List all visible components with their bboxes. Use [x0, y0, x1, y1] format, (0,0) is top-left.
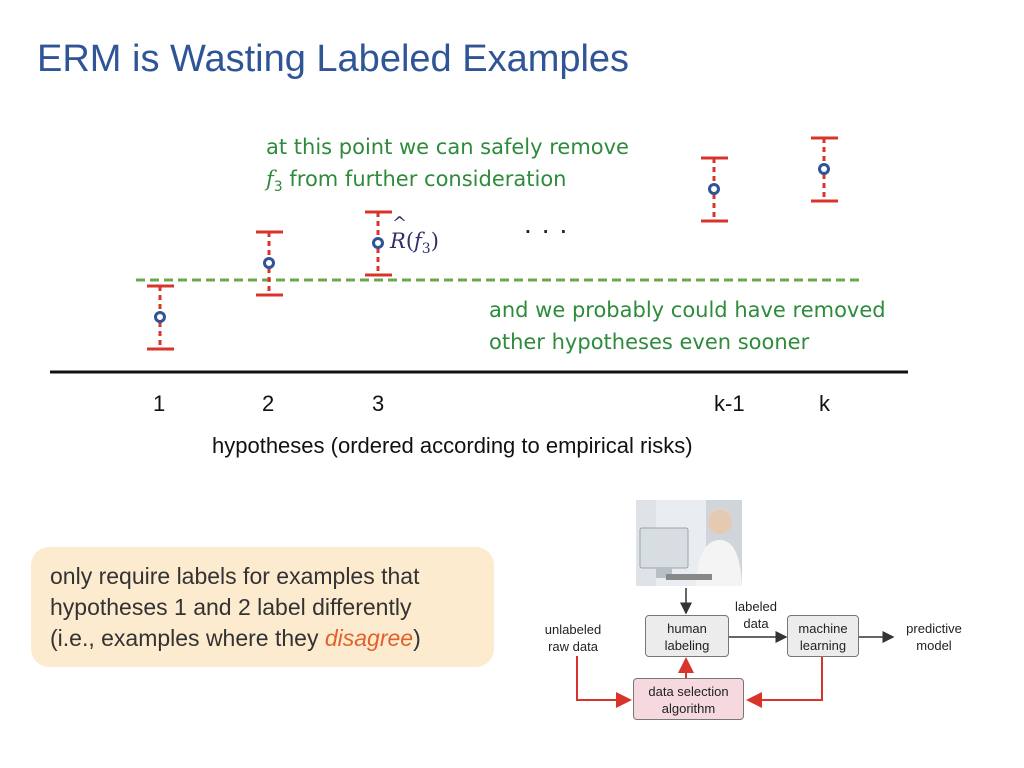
- tick-label-1: 1: [153, 391, 166, 416]
- unlabeled-raw-data-label: unlabeled raw data: [544, 622, 602, 654]
- tick-label-k-minus-1: k-1: [714, 391, 745, 416]
- labeled-data-label: labeled data: [735, 599, 777, 631]
- tick-label-2: 2: [262, 391, 275, 416]
- interval-hypothesis-1: [147, 284, 174, 351]
- interval-hypothesis-k: [811, 136, 838, 203]
- axis-label: hypotheses (ordered according to empiric…: [212, 433, 693, 458]
- person-at-computer-image: [636, 500, 742, 586]
- human-labeling-box: human labeling: [645, 615, 729, 657]
- tick-label-k: k: [819, 391, 830, 416]
- tick-label-3: 3: [372, 391, 385, 416]
- interval-hypothesis-3: [365, 210, 392, 277]
- data-selection-algorithm-box: data selection algorithm: [633, 678, 744, 720]
- remove-annotation: at this point we can safely remove f3 fr…: [266, 135, 629, 196]
- sooner-annotation: and we probably could have removed other…: [489, 298, 886, 354]
- interval-hypothesis-k-minus-1: [701, 156, 728, 223]
- disagreement-note: only require labels for examples that hy…: [31, 547, 494, 667]
- ellipsis: ...: [524, 208, 578, 239]
- arrow-raw-to-selection: [576, 656, 632, 708]
- arrow-ml-to-selection: [746, 656, 823, 708]
- risk-label: ^R(f3): [390, 213, 439, 258]
- predictive-model-label: predictive model: [906, 621, 962, 653]
- slide-title: ERM is Wasting Labeled Examples: [37, 38, 630, 80]
- interval-hypothesis-2: [256, 230, 283, 297]
- machine-learning-box: machine learning: [787, 615, 859, 657]
- disagree-emphasis: disagree: [324, 625, 414, 651]
